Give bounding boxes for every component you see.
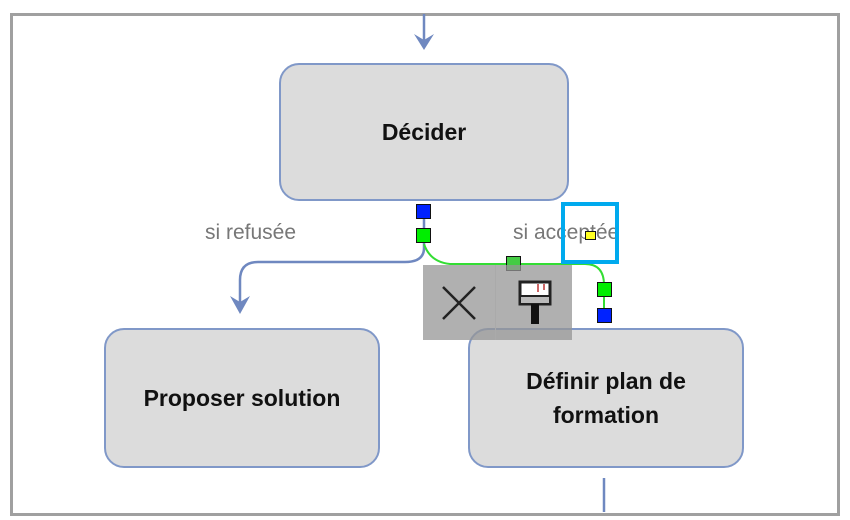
handle-target-point[interactable] — [597, 282, 612, 297]
handle-source-anchor[interactable] — [416, 204, 431, 219]
edge-refused[interactable] — [238, 210, 426, 306]
delete-button[interactable] — [423, 265, 496, 340]
label-position-handle[interactable] — [585, 231, 596, 240]
node-plan-label: Définir plan de formation — [526, 368, 686, 428]
x-icon — [442, 285, 476, 320]
handle-target-anchor[interactable] — [597, 308, 612, 323]
paintbrush-icon — [518, 280, 552, 324]
node-propose-label: Proposer solution — [143, 385, 341, 411]
edge-toolbar — [423, 265, 572, 340]
edge-refused-arrowhead — [230, 296, 250, 314]
style-button[interactable] — [496, 265, 572, 340]
highlight-box — [561, 202, 619, 264]
node-propose-solution[interactable]: Proposer solution — [104, 328, 380, 468]
edge-label-refused[interactable]: si refusée — [205, 221, 297, 244]
node-decide-label: Décider — [381, 119, 467, 145]
edge-accepted[interactable] — [423, 243, 605, 318]
node-define-plan[interactable]: Définir plan de formation — [468, 328, 744, 468]
incoming-arrowhead — [414, 34, 434, 50]
node-decide[interactable]: Décider — [279, 63, 569, 201]
handle-source-point[interactable] — [416, 228, 431, 243]
